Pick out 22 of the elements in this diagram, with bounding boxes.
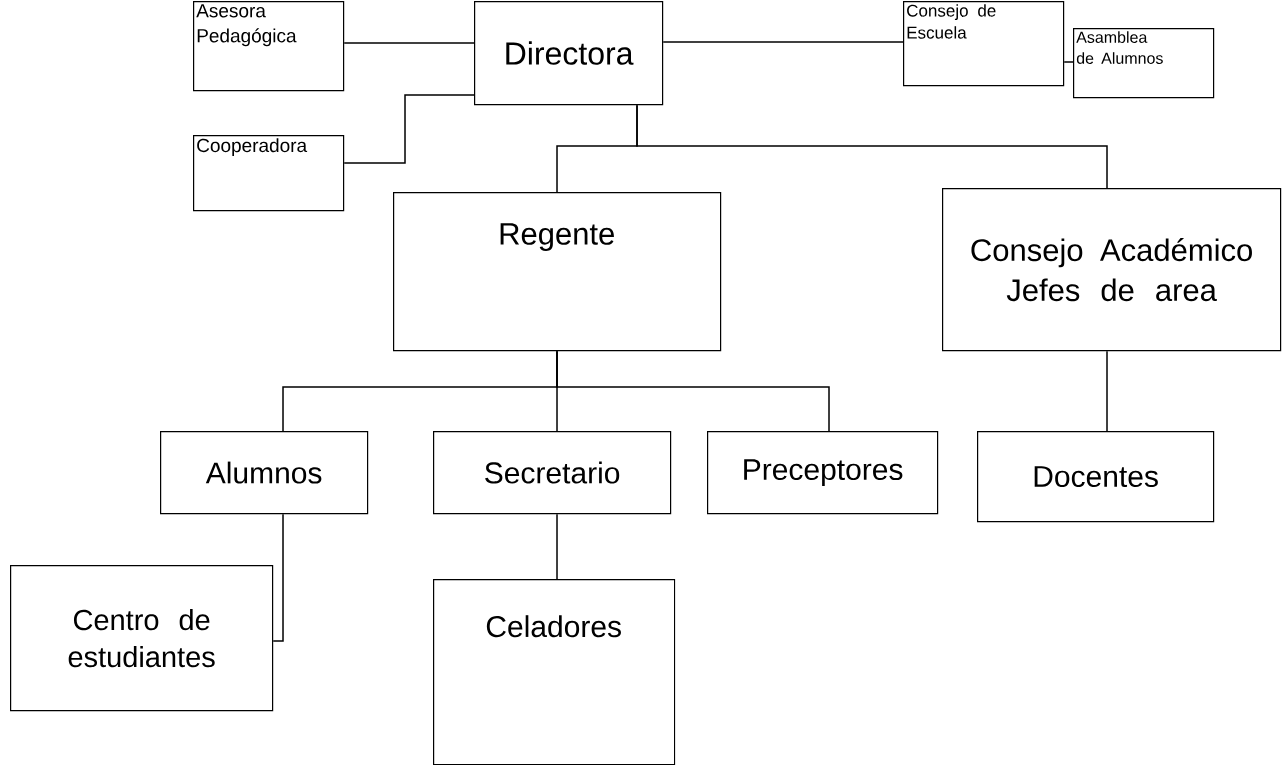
- connector-line: [343, 94, 475, 164]
- connector-line: [556, 513, 558, 580]
- org-box: Celadores: [433, 579, 676, 765]
- connector-line: [272, 513, 284, 642]
- org-box: Secretario: [433, 431, 672, 515]
- org-box: Alumnos: [160, 431, 369, 515]
- org-box: Consejo Académico Jefes de area: [942, 188, 1282, 352]
- org-box: Asamblea de Alumnos: [1073, 28, 1215, 99]
- connector-line: [662, 41, 904, 43]
- org-box: Asesora Pedagógica: [193, 1, 345, 92]
- org-box: Docentes: [977, 431, 1215, 523]
- connector-line: [343, 42, 475, 44]
- org-box: Directora: [474, 1, 664, 106]
- connector-line: [1063, 61, 1074, 63]
- connector-line: [636, 104, 1108, 189]
- org-box: Preceptores: [707, 431, 939, 515]
- org-box: Cooperadora: [193, 135, 345, 212]
- org-box: Centro de estudiantes: [10, 565, 274, 712]
- org-box: Consejo de Escuela: [903, 1, 1065, 87]
- org-box: Regente: [393, 192, 722, 352]
- connector-line: [556, 350, 830, 432]
- connector-line: [1106, 350, 1108, 432]
